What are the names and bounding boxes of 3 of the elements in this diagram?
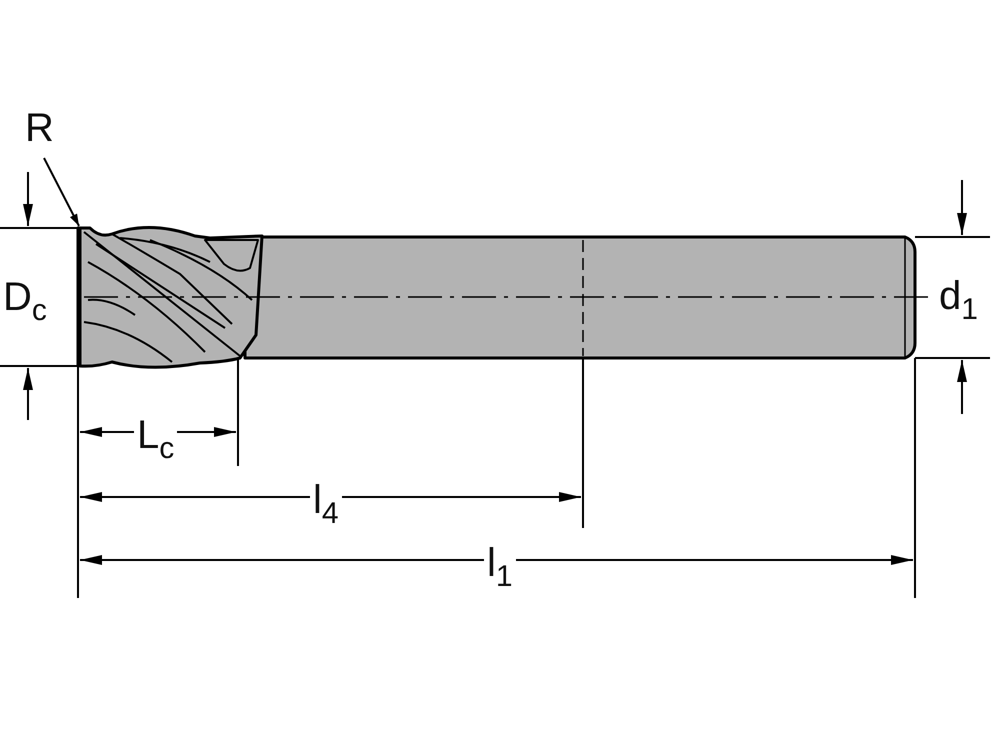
leader-line xyxy=(43,158,80,226)
end-mill-drawing xyxy=(76,226,928,369)
callout-label: R xyxy=(22,108,57,148)
